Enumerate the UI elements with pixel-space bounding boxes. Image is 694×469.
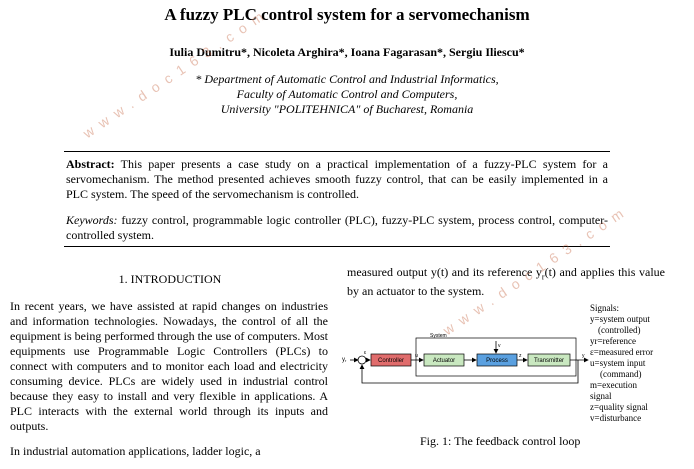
legend-item: signal [590,391,612,401]
legend-item: ε=measured error [590,347,654,357]
yr-label: yr [342,357,347,363]
section-heading: 1. INTRODUCTION [118,272,222,286]
abstract-text: This paper presents a case study on a pr… [66,157,608,201]
right-column-part: (t) and applies this value by an actuato… [347,265,665,299]
right-column-part: measured output y(t) and its reference y [347,265,542,279]
legend-item: yr=reference [590,336,637,346]
signals-legend: Signals: y=system output (controlled) yr… [590,303,694,424]
reference-subscript: r [541,272,545,282]
z-label: z [519,353,522,359]
v-label: v [498,343,501,349]
keywords-text: fuzzy control, programmable logic contro… [66,213,609,242]
error-label: ε [364,350,367,356]
paper-title: A fuzzy PLC control system for a servome… [164,5,530,24]
actuator-label: Actuator [433,358,455,364]
figure-caption: Fig. 1: The feedback control loop [420,434,581,448]
paper-authors: Iulia Dumitru*, Nicoleta Arghira*, Ioana… [169,45,525,59]
intro-paragraph: In industrial automation applications, l… [10,444,261,458]
transmitter-label: Transmitter [534,358,564,364]
legend-item: m=execution [590,380,638,390]
keywords-label: Keywords: [66,213,118,227]
legend-item: (controlled) [598,325,641,335]
feedback-path [359,360,579,384]
system-label: System [430,333,447,339]
abstract-label: Abstract: [66,157,115,171]
legend-item: v=disturbance [590,413,642,423]
affiliation-line: * Department of Automatic Control and In… [195,72,499,86]
controller-label: Controller [378,358,404,364]
right-column-text: measured output y(t) and its reference y… [347,265,665,299]
bottom-rule [64,246,610,247]
affiliation-line: University "POLITEHNICA" of Bucharest, R… [220,102,474,116]
legend-item: z=quality signal [590,402,648,412]
process-label: Process [486,358,508,364]
legend-item: (command) [600,369,642,379]
legend-item: u=system input [590,358,646,368]
feedback-loop-diagram: System yr ε Controller u Actuator v Proc… [342,333,589,384]
legend-item: y=system output [590,314,650,324]
left-column: In recent years, we have assisted at rap… [10,299,328,469]
system-boundary [415,337,577,377]
intro-paragraph: In recent years, we have assisted at rap… [10,299,328,433]
y-label: y [582,353,585,359]
u-label: u [415,353,418,359]
legend-title: Signals: [590,303,620,313]
affiliation-line: Faculty of Automatic Control and Compute… [236,87,458,101]
abstract: Abstract: This paper presents a case stu… [66,157,608,202]
summing-junction [357,355,367,365]
keywords: Keywords: fuzzy control, programmable lo… [66,213,608,243]
affiliation: * Department of Automatic Control and In… [0,72,694,117]
top-rule [64,151,610,152]
